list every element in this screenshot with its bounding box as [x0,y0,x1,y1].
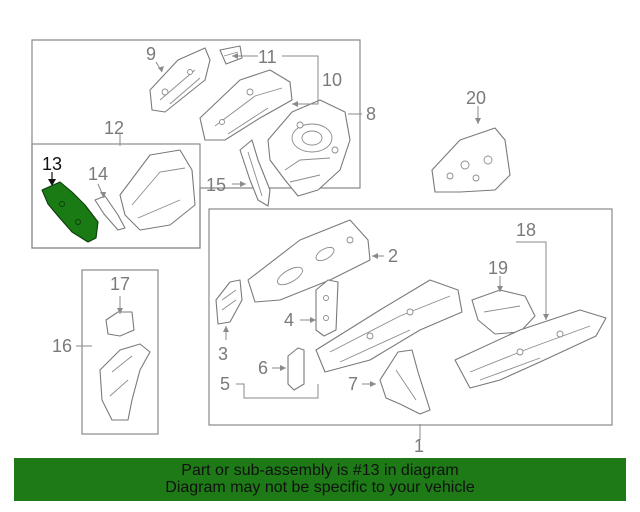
part-2-drawing[interactable] [247,219,371,303]
part-13-drawing[interactable] [41,181,99,243]
part-15-drawing[interactable] [239,139,271,207]
callout-14: 14 [88,164,108,184]
part-3-drawing[interactable] [215,279,243,325]
leader-arrowheads [48,53,549,387]
part-10-drawing[interactable] [199,69,293,141]
callout-5: 5 [220,374,230,394]
callout-7: 7 [348,374,358,394]
part-7-drawing[interactable] [379,349,431,415]
callout-13: 13 [42,154,62,174]
callout-18: 18 [516,220,536,240]
banner-line-1: Part or sub-assembly is #13 in diagram [181,462,459,479]
callout-11: 11 [258,47,277,67]
part-9-drawing[interactable] [149,47,211,113]
callout-2: 2 [388,246,398,266]
callout-6: 6 [258,358,268,378]
callout-20: 20 [466,88,486,108]
part-11-drawing[interactable] [219,45,243,65]
part-12-drawing[interactable] [119,149,196,231]
part-1-drawing[interactable] [315,279,463,373]
callout-8: 8 [366,104,376,124]
part-4-drawing[interactable] [315,279,339,337]
part-20-drawing[interactable] [431,127,511,193]
group-16-frame [81,269,159,435]
group-12-frame [31,143,201,249]
callout-9: 9 [146,44,156,64]
part-17-drawing[interactable] [105,311,135,337]
callout-4: 4 [284,310,294,330]
banner-line-2: Diagram may not be specific to your vehi… [165,479,475,496]
callout-16: 16 [52,336,72,356]
part-6-drawing[interactable] [287,347,305,391]
callout-10: 10 [322,70,342,90]
parts-diagram: 9 11 10 8 12 13 14 15 20 18 19 2 4 3 6 5… [31,39,613,456]
part-19-drawing[interactable] [471,289,536,335]
part-info-banner: Part or sub-assembly is #13 in diagram D… [14,458,626,501]
callout-1: 1 [414,436,424,456]
part-8-drawing[interactable] [267,99,351,197]
callout-19: 19 [488,258,508,278]
callout-17: 17 [110,274,130,294]
callout-12: 12 [104,118,124,138]
part-14-drawing[interactable] [94,195,126,231]
callout-3: 3 [218,344,228,364]
part-16-drawing[interactable] [99,343,151,421]
callout-15: 15 [206,175,226,195]
part-18-drawing[interactable] [454,309,607,389]
group-1-frame [208,208,613,426]
